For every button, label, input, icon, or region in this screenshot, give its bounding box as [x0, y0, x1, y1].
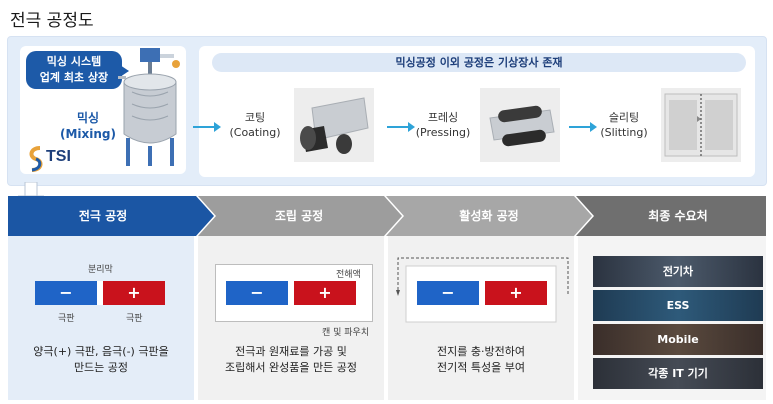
cathode-plate-label: 극판 [126, 314, 143, 324]
step-pressing-name: 프레싱 [427, 111, 459, 124]
process-banner: 믹싱공정 이외 공정은 기상장사 존재 [212, 53, 746, 72]
mixing-badge-line1: 믹싱 시스템 [46, 55, 102, 68]
formation-desc: 전지를 충·방전하여 전기적 특성을 부여 [390, 344, 572, 376]
step-coating-name: 코팅 [244, 111, 266, 124]
mixing-badge-line2: 업계 최초 상장 [39, 71, 109, 84]
stage-formation: 활성화 공정 [459, 209, 519, 223]
assembly-desc: 전극과 원재료를 가공 및 조립해서 완성품을 만든 공정 [200, 344, 382, 376]
arrow-to-pressing [387, 122, 415, 132]
formation-desc-line2: 전기적 특성을 부여 [437, 361, 525, 374]
cathode-plate: + [103, 281, 165, 305]
slitting-image [661, 88, 741, 162]
mixer-machine-icon [118, 48, 180, 166]
electrode-column [8, 236, 194, 400]
step-coating-label: 코팅 (Coating) [226, 110, 284, 140]
stage-assembly: 조립 공정 [274, 209, 324, 223]
anode-plate-label: 극판 [58, 314, 75, 324]
step-slitting-name: 슬리팅 [608, 111, 640, 124]
formation-anode-plate: − [417, 281, 479, 305]
stage-electrode: 전극 공정 [78, 209, 128, 223]
step-coating-en: (Coating) [229, 126, 281, 139]
separator-film [97, 281, 103, 305]
dest-it-devices: 각종 IT 기기 [593, 358, 763, 389]
dest-ess: ESS [593, 290, 763, 321]
assembly-cathode-plate: + [294, 281, 356, 305]
can-pouch-label: 캔 및 파우치 [322, 328, 370, 338]
assembly-desc-line2: 조립해서 완성품을 만든 공정 [225, 361, 357, 374]
assembly-separator [288, 281, 294, 305]
electrode-desc-line2: 만드는 공정 [73, 361, 129, 374]
assembly-anode-plate: − [226, 281, 288, 305]
mixing-badge: 믹싱 시스템 업계 최초 상장 [26, 51, 129, 89]
coating-image [294, 88, 374, 162]
arrow-to-slitting [569, 122, 597, 132]
tsi-logo-text: TSI [46, 148, 71, 165]
dest-ev: 전기차 [593, 256, 763, 287]
stage-chevrons [8, 196, 766, 236]
electrode-desc-line1: 양극(+) 극판, 음극(-) 극판을 [33, 345, 169, 358]
electrolyte-label: 전해액 [336, 270, 361, 280]
separator-label: 분리막 [88, 265, 113, 275]
pressing-image [480, 88, 560, 162]
slitting-sheet-icon [664, 93, 738, 157]
pressing-roller-icon [489, 105, 555, 147]
tsi-logo-icon [29, 146, 43, 172]
mixing-label-ko: 믹싱 [76, 111, 100, 125]
stage-final-demand: 최종 수요처 [648, 209, 708, 223]
electrode-desc: 양극(+) 극판, 음극(-) 극판을 만드는 공정 [10, 344, 192, 376]
anode-plate: − [35, 281, 97, 305]
mixing-label-en: (Mixing) [59, 127, 116, 141]
formation-desc-line1: 전지를 충·방전하여 [437, 345, 525, 358]
step-slitting-label: 슬리팅 (Slitting) [596, 110, 652, 140]
step-pressing-en: (Pressing) [415, 126, 471, 139]
formation-separator [479, 281, 485, 305]
dest-mobile: Mobile [593, 324, 763, 355]
arrow-to-coating [193, 122, 221, 132]
step-slitting-en: (Slitting) [600, 126, 648, 139]
page-title: 전극 공정도 [10, 11, 94, 31]
mixing-label: 믹싱 (Mixing) [58, 110, 118, 142]
step-pressing-label: 프레싱 (Pressing) [414, 110, 472, 140]
coating-roller-icon [300, 97, 369, 154]
assembly-desc-line1: 전극과 원재료를 가공 및 [235, 345, 347, 358]
formation-cathode-plate: + [485, 281, 547, 305]
